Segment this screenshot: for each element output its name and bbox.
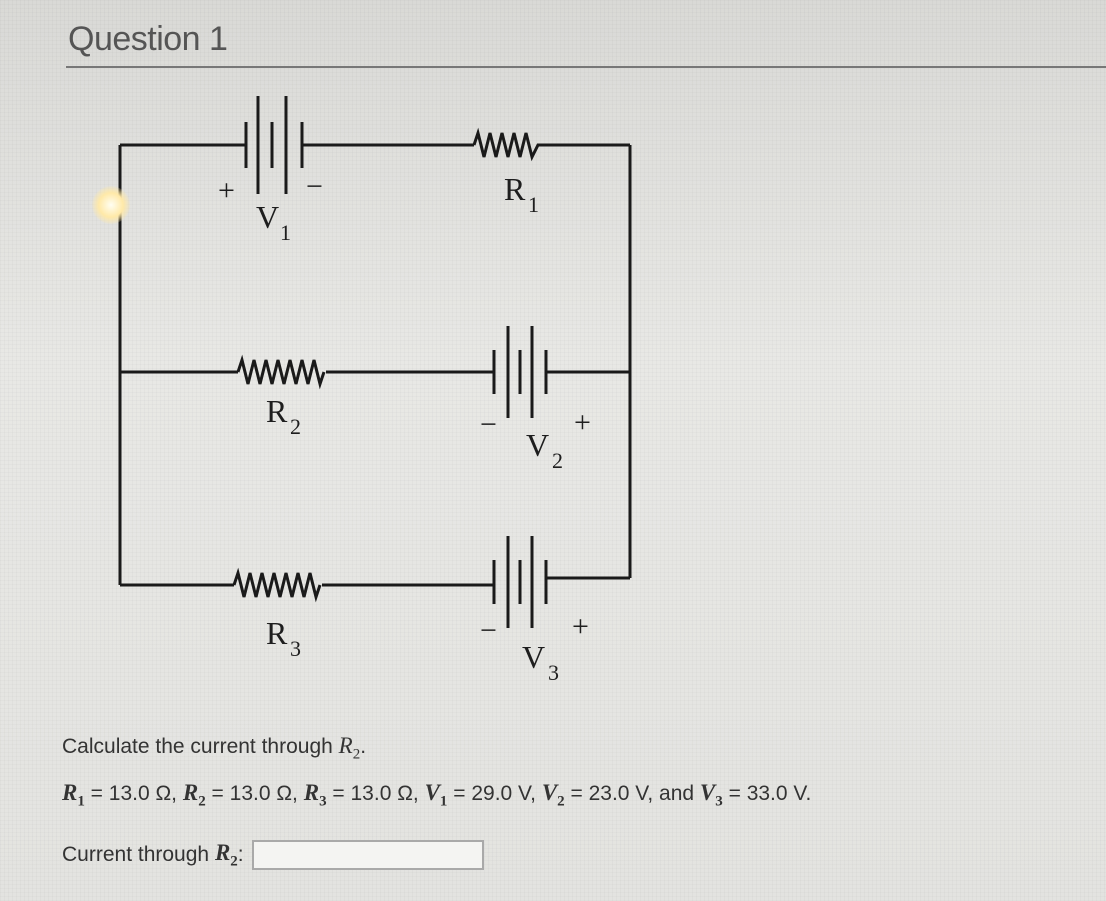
given-v2-symbol: V2: [541, 780, 565, 810]
r2-label: R: [266, 393, 288, 429]
given-values: R1 = 13.0 Ω, R2 = 13.0 Ω, R3 = 13.0 Ω, V…: [62, 780, 811, 811]
prompt-target: R2: [338, 733, 361, 763]
current-answer-input[interactable]: [251, 840, 484, 871]
answer-colon: :: [237, 843, 244, 867]
wire-bottom: [120, 576, 630, 587]
answer-symbol: R2: [214, 840, 238, 870]
r3-label-sub: 3: [290, 636, 301, 661]
v2-label-sub: 2: [552, 448, 563, 473]
v3-plus-sign: +: [572, 610, 589, 643]
v3-minus-sign: −: [480, 614, 497, 647]
r1-label: R: [504, 171, 526, 207]
r1-label-sub: 1: [528, 192, 539, 217]
resistor-r2: [236, 354, 326, 390]
given-r2-symbol: R2: [182, 780, 206, 810]
given-r3-value: = 13.0 Ω,: [326, 782, 425, 805]
v3-label-sub: 3: [548, 660, 559, 685]
r3-label: R: [266, 615, 288, 651]
answer-row: Current through R2:: [62, 840, 484, 871]
resistor-r3: [232, 567, 322, 603]
given-r3-symbol: R3: [303, 780, 327, 810]
v3-label: V: [522, 639, 545, 675]
given-v1-symbol: V1: [424, 780, 448, 810]
v1-label: V: [256, 199, 279, 235]
resistor-r1: [472, 127, 630, 162]
v2-minus-sign: −: [480, 408, 497, 441]
v2-plus-sign: +: [574, 406, 591, 439]
v1-minus-sign: −: [306, 170, 323, 203]
title-divider: [66, 66, 1106, 68]
given-v2-value: = 23.0 V, and: [564, 782, 700, 805]
answer-label: Current through: [62, 843, 210, 867]
given-v3-value: = 33.0 V.: [722, 782, 812, 805]
question-prompt: Calculate the current through R2.: [62, 733, 366, 764]
v1-label-sub: 1: [280, 220, 291, 245]
prompt-text: Calculate the current through: [62, 735, 333, 758]
r2-label-sub: 2: [290, 414, 301, 439]
prompt-end: .: [360, 735, 367, 758]
given-r1-value: = 13.0 Ω,: [84, 782, 183, 805]
given-r2-value: = 13.0 Ω,: [205, 782, 304, 805]
given-r1-symbol: R1: [62, 780, 85, 810]
circuit-diagram: + − V 1 R 1 R 2 − + V 2 R 3 − + V 3: [118, 96, 632, 685]
given-v1-value: = 29.0 V,: [447, 782, 542, 805]
camera-glare: [92, 186, 130, 224]
v1-plus-sign: +: [218, 174, 235, 207]
given-v3-symbol: V3: [699, 780, 723, 810]
question-title: Question 1: [68, 20, 228, 58]
v2-label: V: [526, 427, 549, 463]
